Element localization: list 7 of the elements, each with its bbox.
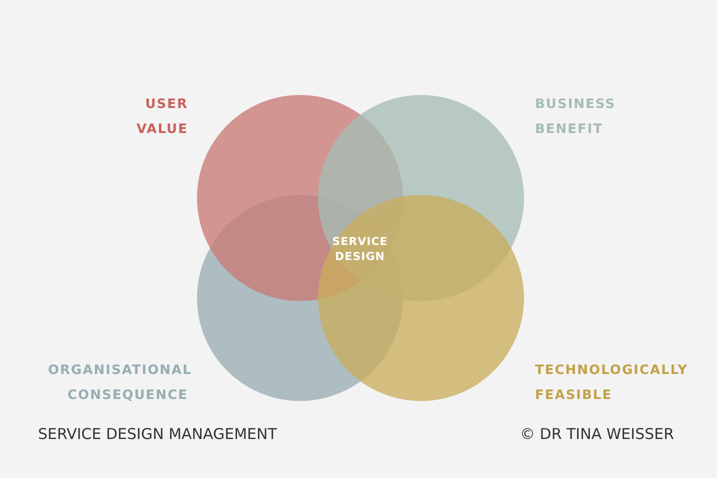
copyright-note: © DR TINA WEISSER [520,425,676,443]
circle-label: USER VALUE [136,96,188,139]
circle-label: ORGANISATIONAL CONSEQUENCE [48,362,188,405]
circle-label: TECHNOLOGICALLY FEASIBLE [535,362,685,405]
center-label: SERVICE DESIGN [331,234,389,264]
footer-title: SERVICE DESIGN MANAGEMENT [38,425,278,443]
circle-label: BUSINESS BENEFIT [535,96,617,139]
